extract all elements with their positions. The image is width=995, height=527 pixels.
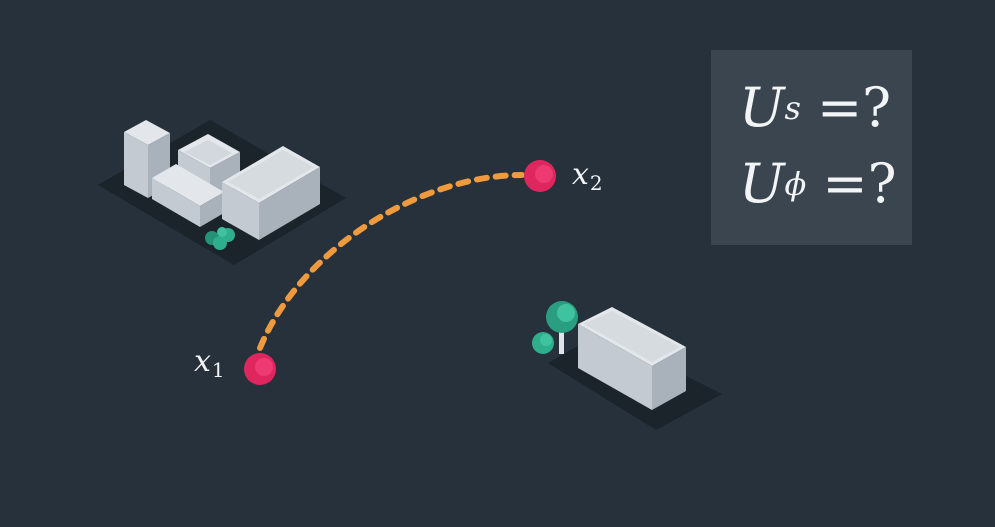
large-building: [222, 146, 320, 240]
equation-uphi-subscript: ϕ: [784, 165, 807, 203]
point-x2-marker: [524, 160, 556, 192]
equation-us-subscript: s: [784, 89, 801, 127]
label-x2-symbol: x: [572, 157, 589, 192]
point-x1-marker: [244, 353, 276, 385]
equation-uphi-rhs: =?: [822, 152, 897, 215]
label-x1: x1: [194, 344, 225, 382]
bush-left: [205, 227, 235, 250]
trajectory-path: [257, 172, 525, 351]
equation-us-rhs: =?: [816, 76, 892, 139]
label-x1-symbol: x: [194, 344, 211, 379]
label-x1-index: 1: [211, 358, 225, 382]
equation-us-variable: U: [739, 76, 785, 139]
tree-right: [532, 301, 578, 354]
building-cluster-left: [98, 120, 346, 265]
label-x2: x2: [572, 157, 603, 195]
equation-uphi-variable: U: [739, 152, 785, 215]
low-building: [152, 164, 224, 227]
building-right: [532, 301, 722, 430]
label-x2-index: 2: [589, 171, 603, 195]
